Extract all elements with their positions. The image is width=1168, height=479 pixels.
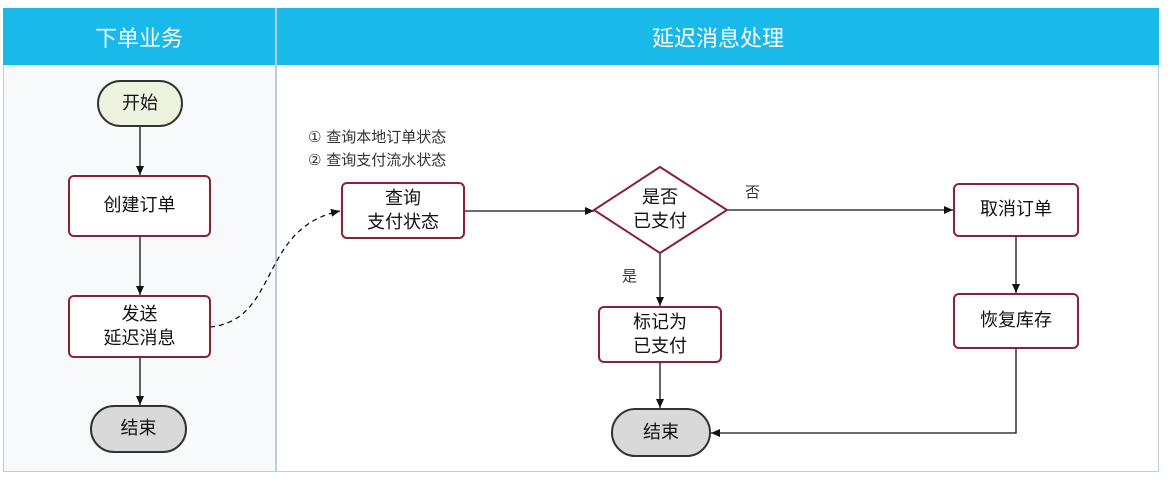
- is-paid-decision-label: 是否 已支付: [610, 185, 710, 235]
- send-delay-message-node: 发送 延迟消息: [68, 295, 211, 358]
- lane-header-order-business: 下单业务: [3, 8, 275, 65]
- cancel-order-label: 取消订单: [980, 199, 1052, 220]
- note-step-1: ① 查询本地订单状态: [308, 128, 447, 146]
- send-delay-message-label: 发送 延迟消息: [103, 303, 176, 349]
- create-order-node: 创建订单: [68, 175, 211, 237]
- cancel-order-node: 取消订单: [953, 183, 1079, 237]
- mark-paid-node: 标记为 已支付: [598, 306, 722, 363]
- query-pay-status-label: 查询 支付状态: [367, 187, 439, 233]
- start-node: 开始: [97, 80, 183, 127]
- is-paid-text: 是否 已支付: [633, 187, 687, 232]
- end-node-right: 结束: [611, 408, 711, 457]
- lane-header-delay-message: 延迟消息处理: [277, 8, 1159, 65]
- start-node-label: 开始: [122, 92, 158, 114]
- restore-stock-node: 恢复库存: [953, 293, 1079, 349]
- create-order-label: 创建订单: [103, 195, 176, 216]
- query-pay-status-node: 查询 支付状态: [341, 182, 465, 239]
- dashed-link-send-to-query: [209, 208, 341, 328]
- arrow-restore-to-end: [711, 349, 1017, 437]
- edge-label-yes: 是: [622, 267, 638, 285]
- note-step-2: ② 查询支付流水状态: [308, 151, 447, 169]
- lane-divider: [275, 8, 277, 472]
- edge-label-no: 否: [745, 183, 761, 201]
- end-node-left-label: 结束: [120, 418, 157, 439]
- end-node-right-label: 结束: [643, 421, 679, 443]
- restore-stock-label: 恢复库存: [980, 310, 1052, 331]
- decision-diamond: [592, 165, 729, 255]
- end-node-left: 结束: [90, 405, 187, 453]
- mark-paid-label: 标记为 已支付: [633, 311, 687, 357]
